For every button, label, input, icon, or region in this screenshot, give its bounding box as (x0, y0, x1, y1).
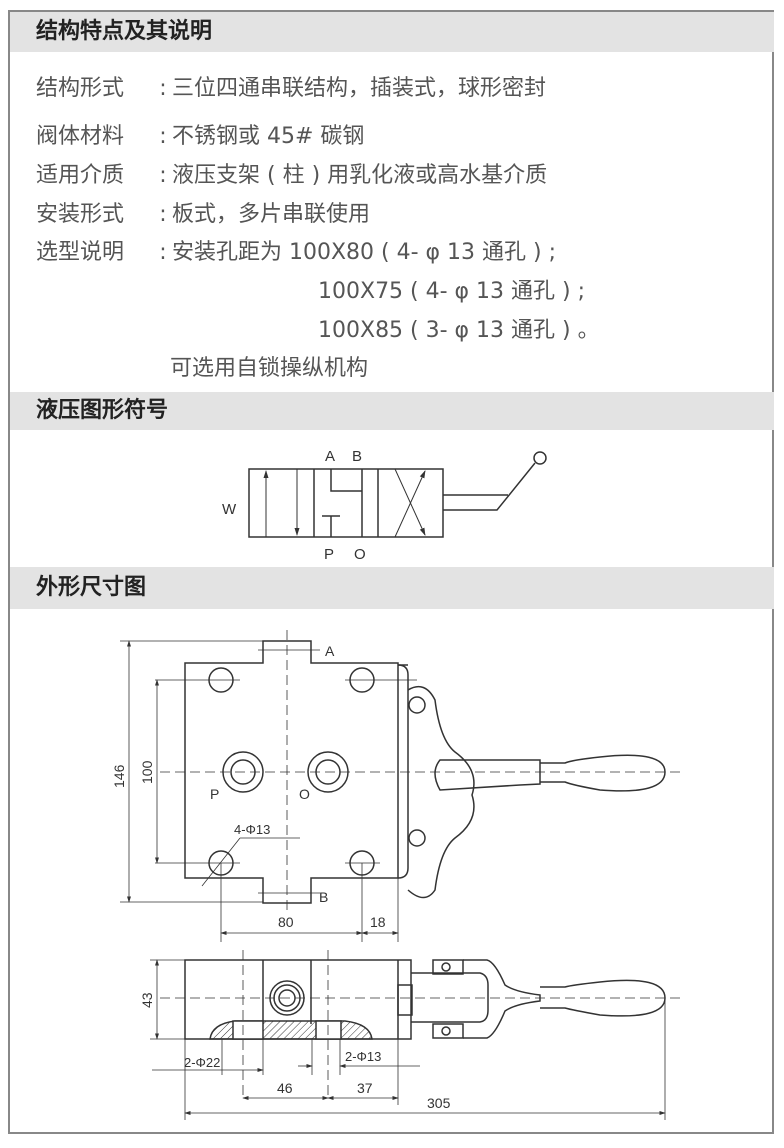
dim-146: 146 (111, 764, 127, 788)
drawing-port-o: O (299, 786, 310, 802)
section-header-features: 结构特点及其说明 (10, 12, 774, 52)
dim-43: 43 (139, 992, 155, 1008)
dim-80: 80 (278, 914, 294, 930)
drawing-port-p: P (210, 786, 219, 802)
selection-self-lock-note: 可选用自锁操纵机构 (170, 356, 369, 381)
drawing-port-b: B (319, 889, 328, 905)
side-view-drawing (150, 950, 685, 1120)
colon: : (159, 124, 167, 149)
spec-label: 阀体材料 (36, 124, 125, 149)
selection-option-75: 100X75 ( 4- φ 13 通孔 ) ; (318, 279, 586, 304)
hydraulic-symbol (248, 451, 547, 538)
dim-305: 305 (427, 1095, 451, 1111)
colon: : (159, 240, 167, 265)
dim-46: 46 (277, 1080, 293, 1096)
symbol-port-a: A (325, 448, 335, 465)
symbol-port-o: O (354, 546, 366, 563)
hole-note-4-phi13: 4-Φ13 (234, 822, 270, 837)
spec-line-medium: 适用介质:液压支架 ( 柱 ) 用乳化液或高水基介质 (36, 157, 547, 189)
spec-line-selection: 选型说明:安装孔距为 100X80 ( 4- φ 13 通孔 ) ; (36, 234, 556, 266)
dim-18: 18 (370, 914, 386, 930)
symbol-port-p: P (324, 546, 334, 563)
spec-line-material: 阀体材料:不锈钢或 45# 碳钢 (36, 118, 364, 150)
spec-value: 液压支架 ( 柱 ) 用乳化液或高水基介质 (172, 163, 548, 188)
colon: : (159, 76, 167, 101)
spec-line-structure: 结构形式:三位四通串联结构，插装式，球形密封 (36, 70, 546, 102)
symbol-label-w: W (222, 501, 237, 518)
note-2-phi22: 2-Φ22 (184, 1055, 220, 1070)
spec-value: 安装孔距为 100X80 ( 4- φ 13 通孔 ) ; (172, 240, 557, 265)
top-view-drawing (120, 630, 685, 942)
drawing-port-a: A (325, 643, 335, 659)
symbol-port-b: B (352, 448, 362, 465)
selection-option-85: 100X85 ( 3- φ 13 通孔 ) 。 (318, 318, 600, 343)
spec-label: 安装形式 (36, 202, 125, 227)
spec-label: 结构形式 (36, 76, 125, 101)
colon: : (159, 202, 167, 227)
spec-value: 板式，多片串联使用 (172, 202, 371, 227)
section-header-symbol: 液压图形符号 (10, 392, 774, 430)
spec-line-install: 安装形式:板式，多片串联使用 (36, 196, 370, 228)
section-header-dimensions: 外形尺寸图 (10, 567, 774, 609)
spec-label: 适用介质 (36, 163, 125, 188)
spec-value: 不锈钢或 45# 碳钢 (172, 124, 365, 149)
dim-100: 100 (139, 760, 155, 784)
spec-value: 三位四通串联结构，插装式，球形密封 (172, 76, 547, 101)
spec-label: 选型说明 (36, 240, 125, 265)
dim-37: 37 (357, 1080, 373, 1096)
colon: : (159, 163, 167, 188)
note-2-phi13: 2-Φ13 (345, 1049, 381, 1064)
